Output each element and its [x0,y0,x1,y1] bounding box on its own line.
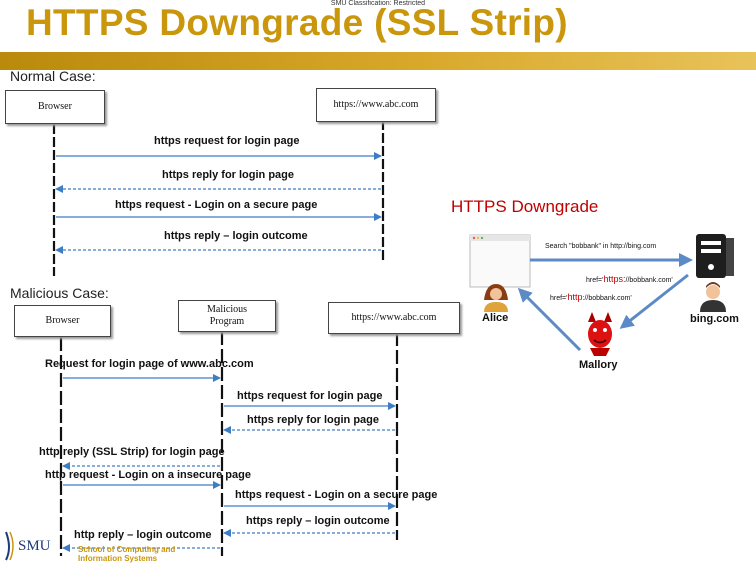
href-http-prefix: href=' [550,295,568,302]
alice-label: Alice [482,312,509,324]
smu-logo-mark [5,531,14,561]
mal-server-box: https://www.abc.com [328,302,460,334]
mal-msg-8: http reply – login outcome [74,529,212,541]
smu-logo-text: SMU [18,538,51,554]
normal-msg-2: https reply for login page [162,169,295,181]
mal-msg-5: http request - Login on a insecure page [45,469,251,481]
classification-label: SMU Classification: Restricted [330,0,426,7]
normal-msg-1: https request for login page [154,135,300,147]
search-text: Search "bobbank" in http://bing.com [545,243,657,250]
mal-program-box: Malicious Program [178,300,276,332]
href-http-scheme: http [567,292,583,302]
bing-label: bing.com [690,313,739,325]
normal-browser-label: Browser [38,101,72,112]
mal-msg-4: http reply (SSL Strip) for login page [39,446,225,458]
href-https-rest: //bobbank.com' [625,277,673,284]
mal-msg-7: https reply – login outcome [246,515,390,527]
href-https-scheme: https: [603,274,626,284]
normal-server-label: https://www.abc.com [333,99,419,110]
href-http-text: href='http://bobbank.com' [550,292,632,302]
bing-person-icon [700,282,726,312]
normal-server-box: https://www.abc.com [316,88,436,122]
normal-browser-box: Browser [5,90,105,124]
malicious-case-label: Malicious Case: [10,285,109,301]
mal-browser-box: Browser [14,305,111,337]
mal-program-label: Malicious Program [207,304,247,327]
href-https-prefix: href=' [586,277,604,284]
alice-icon [484,284,508,312]
mal-msg-6: https request - Login on a secure page [235,489,438,501]
mal-msg-1: Request for login page of www.abc.com [45,358,254,370]
mal-msg-3: https reply for login page [247,414,380,426]
mallory-devil-icon [588,312,612,356]
mal-browser-label: Browser [45,315,80,326]
href-https-text: href='https://bobbank.com' [586,274,673,284]
mal-msg-2: https request for login page [237,390,383,402]
title-underline-bar [0,52,756,70]
mal-server-label: https://www.abc.com [351,312,437,323]
normal-case-label: Normal Case: [10,68,96,84]
mallory-to-alice-arrow [517,287,582,352]
slide-title: HTTPS Downgrade (SSL Strip) [26,2,568,43]
bing-to-mallory-arrow [619,273,689,329]
normal-msg-4: https reply – login outcome [164,230,308,242]
mallory-label: Mallory [579,359,618,371]
browser-window-icon [469,234,531,288]
server-icon [696,234,734,278]
downgrade-title: HTTPS Downgrade [451,197,599,216]
normal-msg-3: https request - Login on a secure page [115,199,318,211]
school-name: School of Computing and Information Syst… [78,545,176,563]
href-http-rest: ://bobbank.com' [582,295,632,302]
